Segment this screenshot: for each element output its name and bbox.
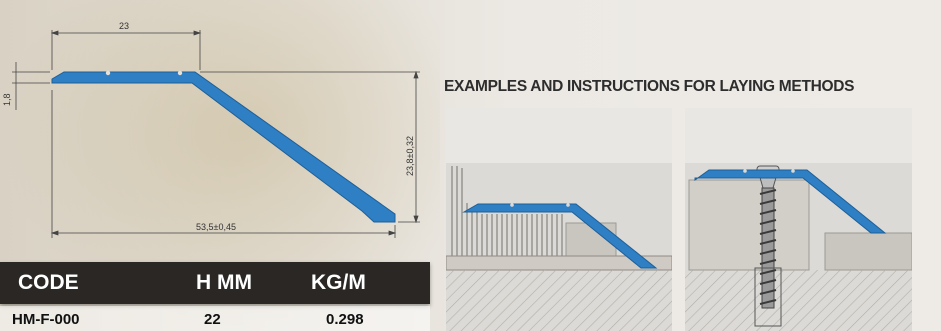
profile-shape [51, 71, 396, 223]
dimension-height-label: 23,8±0,32 [405, 136, 415, 176]
dimension-top-width-label: 23 [119, 21, 129, 31]
laying-example-1 [446, 108, 672, 331]
profile-groove [177, 70, 183, 76]
code-column-header: CODE [18, 271, 79, 294]
weight-cell: 0.298 [326, 311, 364, 328]
dimension-thickness-label: 1,8 [2, 93, 12, 106]
profile-on-carpet [462, 203, 658, 269]
dimension-total-width-label: 53,5±0,45 [196, 222, 236, 232]
laying-example-2 [685, 108, 912, 331]
height-cell: 22 [204, 311, 221, 328]
height-column-header: H MM [196, 271, 252, 294]
dimension-thickness [12, 62, 50, 110]
code-cell: HM-F-000 [12, 311, 80, 328]
profile-groove [105, 70, 111, 76]
dimension-total-width [50, 90, 397, 238]
spec-table-row: HM-F-000 22 0.298 [0, 306, 430, 331]
profile-screwed [694, 169, 887, 234]
weight-column-header: KG/M [311, 271, 366, 294]
profile-technical-drawing: 23 1,8 23,8±0,32 53,5±0,45 [2, 21, 420, 238]
carpet-layer [451, 166, 563, 256]
spec-table-header: CODE H MM KG/M [0, 262, 430, 304]
dimension-height [200, 70, 420, 224]
laying-methods-title: EXAMPLES AND INSTRUCTIONS FOR LAYING MET… [444, 78, 855, 95]
dimension-top-width [50, 30, 202, 70]
